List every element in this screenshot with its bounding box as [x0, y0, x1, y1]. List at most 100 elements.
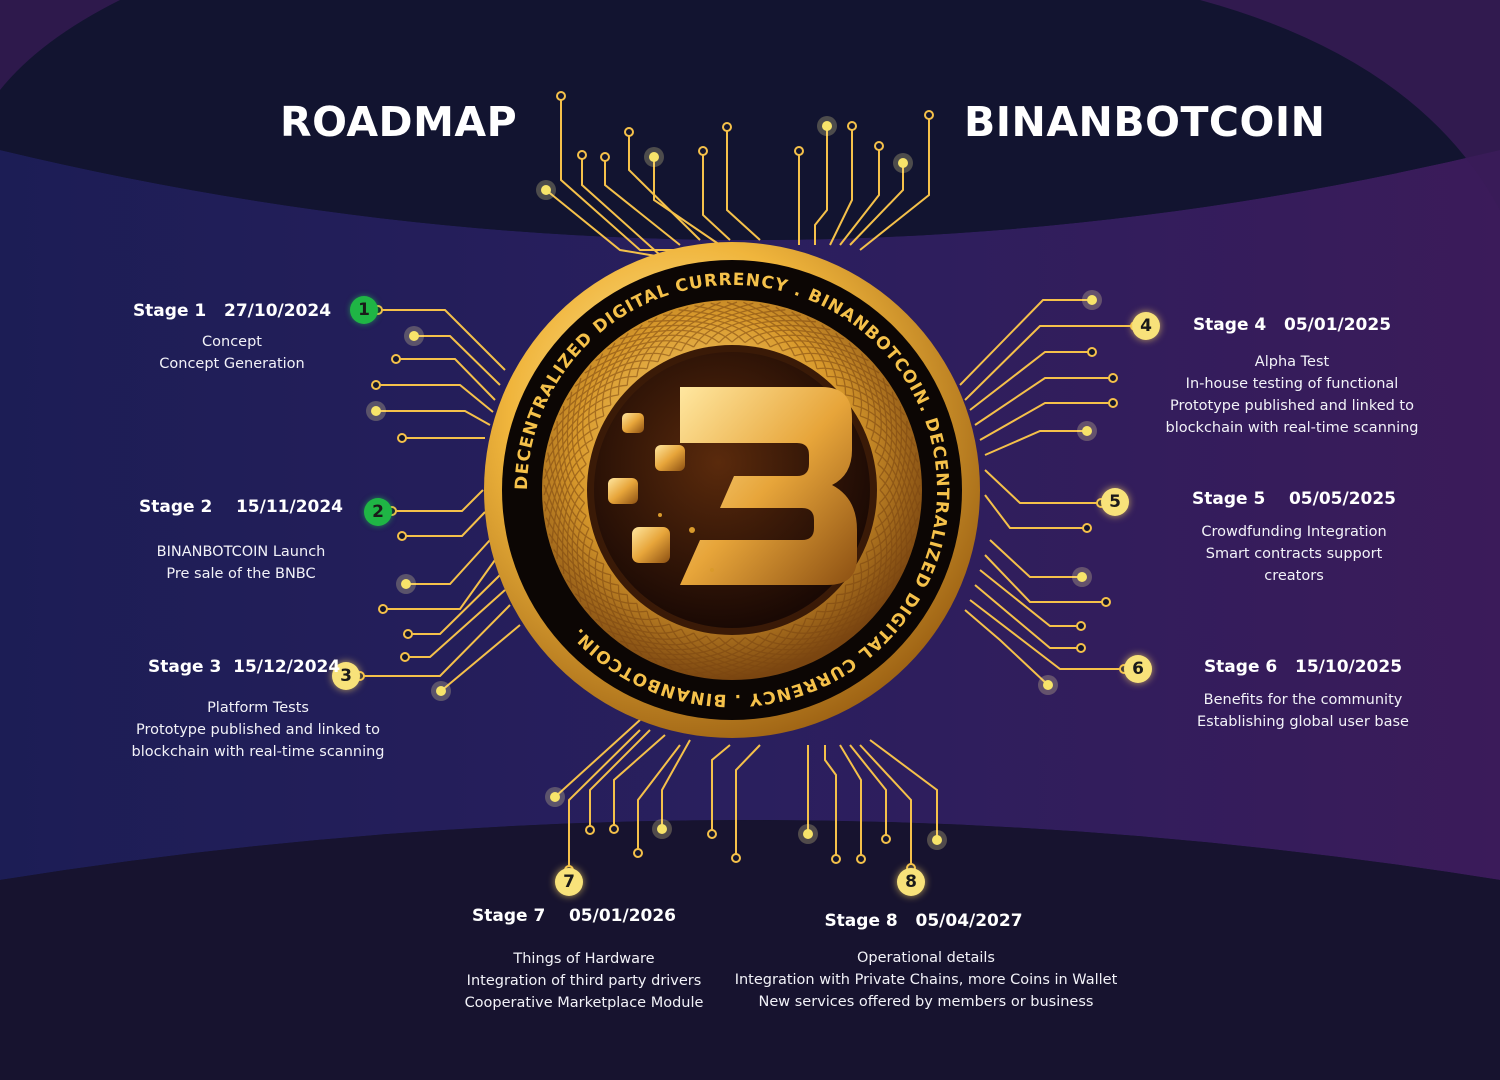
circuit-node	[378, 604, 388, 614]
stage-5-line: Crowdfunding Integration	[1201, 524, 1387, 540]
circuit-trace	[989, 539, 1082, 578]
stage-date: 15/11/2024	[235, 497, 344, 517]
circuit-trace	[702, 151, 731, 241]
circuit-node	[624, 127, 634, 137]
circuit-trace	[560, 96, 690, 251]
glow-node-core	[1082, 426, 1092, 436]
stage-4: Stage 4 05/01/2025 Alpha Test In-house t…	[1162, 315, 1422, 439]
circuit-trace	[711, 744, 731, 834]
circuit-trace	[661, 739, 691, 829]
circuit-node	[1101, 597, 1111, 607]
stage-2: Stage 2 15/11/2024 BINANBOTCOIN Launch P…	[126, 497, 356, 585]
circuit-node	[1108, 373, 1118, 383]
circuit-trace	[984, 494, 1087, 529]
circuit-trace	[979, 569, 1081, 627]
stage-4-line: blockchain with real-time scanning	[1165, 420, 1419, 436]
circuit-trace	[849, 744, 887, 839]
circuit-trace	[974, 377, 1113, 426]
circuit-trace	[402, 511, 486, 537]
circuit-node	[831, 854, 841, 864]
circuit-trace	[408, 574, 501, 635]
roadmap-title: ROADMAP	[280, 98, 518, 146]
circuit-trace	[589, 729, 651, 830]
circuit-node	[371, 380, 381, 390]
stage-2-line: BINANBOTCOIN Launch	[156, 544, 326, 560]
circuit-node	[856, 854, 866, 864]
circuit-trace	[849, 163, 904, 246]
stage-3-heading: Stage 3 15/12/2024	[128, 657, 388, 677]
circuit-node	[609, 824, 619, 834]
circuit-trace	[969, 599, 1124, 670]
glow-node-core	[649, 152, 659, 162]
circuit-trace	[613, 734, 666, 829]
circuit-trace	[824, 745, 837, 859]
circuit-trace	[959, 299, 1092, 386]
circuit-trace	[964, 325, 1135, 401]
circuit-trace	[984, 469, 1101, 504]
circuit-node	[1082, 523, 1092, 533]
stage-label: Stage 7	[471, 906, 546, 926]
brand-title: BINANBOTCOIN	[964, 98, 1326, 146]
circuit-trace	[653, 157, 721, 246]
stage-date: 05/01/2025	[1284, 315, 1392, 335]
stage-date: 15/12/2024	[233, 657, 341, 677]
circuit-node	[633, 848, 643, 858]
stage-4-line: Prototype published and linked to	[1169, 398, 1414, 414]
circuit-node	[400, 652, 410, 662]
stage-2-heading: Stage 2 15/11/2024	[126, 497, 356, 517]
stage-6-marker: 6	[1124, 655, 1152, 683]
circuit-trace	[814, 126, 828, 245]
stage-7-heading: Stage 7 05/01/2026	[449, 906, 719, 926]
stage-5-line: creators	[1264, 568, 1324, 584]
circuit-trace	[829, 126, 853, 246]
stage-4-line: In-house testing of functional	[1185, 376, 1399, 392]
circuit-trace	[360, 604, 511, 677]
circuit-trace	[964, 609, 1049, 686]
circuit-trace	[440, 624, 521, 692]
circuit-trace	[869, 739, 938, 840]
circuit-trace	[392, 489, 484, 512]
stage-3-line: blockchain with real-time scanning	[131, 744, 385, 760]
stage-6-line: Benefits for the community	[1203, 692, 1403, 708]
circuit-trace	[979, 402, 1113, 441]
circuit-trace	[376, 384, 494, 413]
circuit-node	[585, 825, 595, 835]
circuit-node	[397, 531, 407, 541]
coin-logo: DECENTRALIZED DIGITAL CURRENCY . BINANBO…	[484, 242, 980, 738]
stage-8-heading: Stage 8 05/04/2027	[726, 911, 1126, 931]
circuit-trace	[378, 309, 506, 371]
glow-node-core	[898, 158, 908, 168]
glow-node-core	[409, 331, 419, 341]
circuit-trace	[554, 719, 641, 798]
circuit-trace	[628, 132, 701, 241]
stage-4-line: Alpha Test	[1254, 354, 1330, 370]
stage-6: Stage 6 15/10/2025 Benefits for the comm…	[1173, 657, 1433, 733]
circuit-node	[731, 853, 741, 863]
glow-node-core	[550, 792, 560, 802]
stage-3-marker: 3	[332, 662, 360, 690]
stage-label: Stage 5	[1191, 489, 1266, 509]
stage-date: 05/04/2027	[915, 911, 1023, 931]
glow-node-core	[822, 121, 832, 131]
circuit-node	[556, 91, 566, 101]
circuit-trace	[726, 127, 761, 241]
glow-node-core	[541, 185, 551, 195]
glow-node-core	[1077, 572, 1087, 582]
stage-7-line: Things of Hardware	[513, 951, 655, 967]
circuit-trace	[637, 744, 681, 853]
b-letter-mark	[608, 387, 857, 585]
circuit-node	[391, 354, 401, 364]
circuit-node	[1076, 643, 1086, 653]
glow-node-core	[371, 406, 381, 416]
circuit-node	[1087, 347, 1097, 357]
glow-node-core	[1043, 680, 1053, 690]
circuit-node	[874, 141, 884, 151]
stage-1-line: Concept Generation	[159, 356, 305, 372]
stage-5-line: Smart contracts support	[1205, 546, 1383, 562]
circuit-node	[847, 121, 857, 131]
stage-1-heading: Stage 1 27/10/2024	[117, 301, 347, 321]
glow-node-core	[932, 835, 942, 845]
stage-date: 27/10/2024	[224, 301, 332, 321]
stage-7-line: Integration of third party drivers	[466, 973, 702, 989]
stage-date: 15/10/2025	[1295, 657, 1403, 677]
